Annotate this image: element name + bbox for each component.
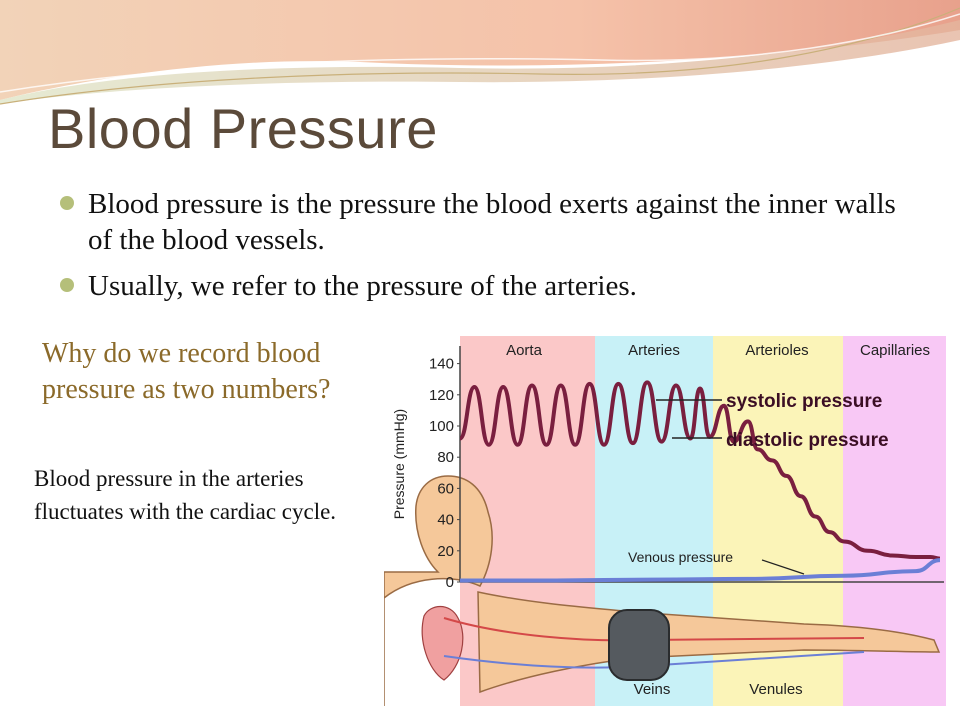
answer-text: Blood pressure in the arteries fluctuate… (34, 466, 337, 524)
bullet-dot-icon (60, 278, 74, 292)
y-tick-label: 40 (437, 512, 454, 529)
header-decoration (0, 0, 960, 105)
region-label-arterioles: Arterioles (745, 342, 808, 359)
y-tick-label: 60 (437, 480, 454, 497)
y-axis-ticks: 0 20 40 60 80 100 120 140 (429, 356, 460, 591)
blood-pressure-figure: 0 20 40 60 80 100 120 140 Pressure (mmHg) Aorta… (384, 336, 946, 706)
y-tick-label: 120 (429, 387, 454, 404)
bullet-item: Blood pressure is the pressure the blood… (56, 186, 926, 258)
bottom-label-veins: Veins (634, 681, 671, 698)
y-tick-label: 20 (437, 543, 454, 560)
bullet-text: Blood pressure is the pressure the blood… (88, 188, 896, 256)
body-illustration (384, 475, 941, 706)
venous-pressure-line (460, 558, 941, 583)
systolic-annotation: systolic pressure (726, 391, 882, 412)
venous-leader (761, 559, 805, 575)
question-text: Why do we record blood pressure as two n… (42, 338, 331, 405)
region-label-arteries: Arteries (628, 342, 680, 359)
cuff-icon (608, 609, 670, 681)
y-tick-label: 100 (429, 418, 454, 435)
region-label-capillaries: Capillaries (860, 342, 930, 359)
bottom-label-venules: Venules (749, 681, 802, 698)
bullet-dot-icon (60, 196, 74, 210)
y-axis-label: Pressure (mmHg) (391, 409, 407, 519)
bullet-item: Usually, we refer to the pressure of the… (56, 268, 926, 304)
region-label-aorta: Aorta (506, 342, 543, 359)
venous-annotation: Venous pressure (628, 549, 733, 565)
diastolic-annotation: diastolic pressure (726, 430, 889, 451)
bullet-list: Blood pressure is the pressure the blood… (56, 186, 926, 314)
y-tick-label: 140 (429, 356, 454, 373)
y-tick-label: 0 (446, 574, 454, 591)
slide-title: Blood Pressure (48, 97, 438, 160)
arterial-pressure-line (458, 380, 941, 561)
bullet-text: Usually, we refer to the pressure of the… (88, 270, 637, 302)
y-tick-label: 80 (437, 449, 454, 466)
